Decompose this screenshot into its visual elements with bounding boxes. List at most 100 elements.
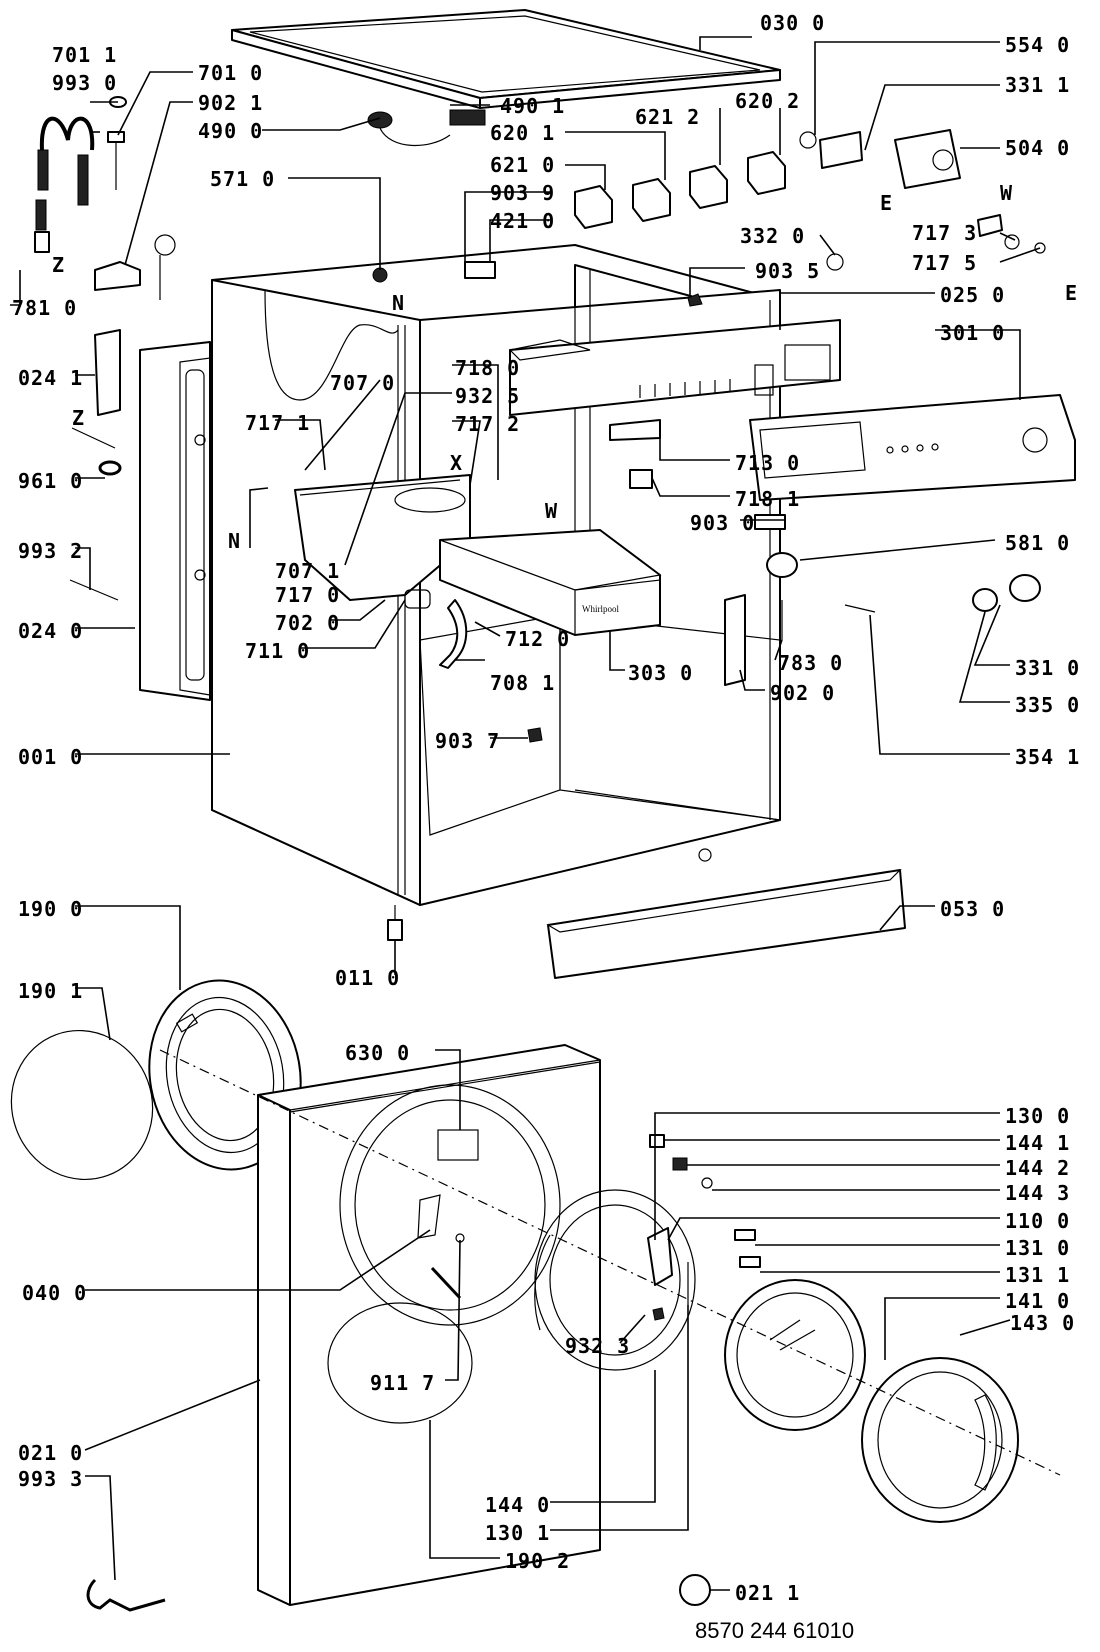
letter-w-1: W <box>1000 181 1013 205</box>
label-144-3: 144 3 <box>1005 1181 1070 1205</box>
document-number: 8570 244 61010 <box>695 1618 854 1643</box>
top-lid <box>231 9 781 109</box>
label-331-1: 331 1 <box>1005 73 1070 97</box>
label-702-0: 702 0 <box>275 611 340 635</box>
letter-z-2: Z <box>72 406 84 430</box>
label-993-0: 993 0 <box>52 71 117 95</box>
control-panel-fascia <box>749 394 1076 501</box>
drawer-hose <box>439 599 468 669</box>
label-130-1: 130 1 <box>485 1521 550 1545</box>
label-783-0: 783 0 <box>778 651 843 675</box>
label-301-0: 301 0 <box>940 321 1005 345</box>
label-903-9: 903 9 <box>490 181 555 205</box>
label-701-1: 701 1 <box>52 43 117 67</box>
door-latch <box>647 1227 689 1305</box>
label-707-1: 707 1 <box>275 559 340 583</box>
label-707-0: 707 0 <box>330 371 395 395</box>
label-303-0: 303 0 <box>628 661 693 685</box>
label-335-0: 335 0 <box>1015 693 1080 717</box>
label-932-3: 932 3 <box>565 1334 630 1358</box>
label-141-0: 141 0 <box>1005 1289 1070 1313</box>
part-labels: 701 1 993 0 701 0 902 1 490 0 490 1 030 … <box>12 11 1080 1605</box>
label-717-0: 717 0 <box>275 583 340 607</box>
label-718-1: 718 1 <box>735 487 800 511</box>
label-902-1: 902 1 <box>198 91 263 115</box>
label-021-1: 021 1 <box>735 1581 800 1605</box>
label-030-0: 030 0 <box>760 11 825 35</box>
label-143-0: 143 0 <box>1010 1311 1075 1335</box>
label-130-0: 130 0 <box>1005 1104 1070 1128</box>
label-911-7: 911 7 <box>370 1371 435 1395</box>
label-903-5: 903 5 <box>755 259 820 283</box>
door-frame <box>534 1189 696 1371</box>
letter-e-1: E <box>880 191 892 215</box>
door-outer-ring <box>861 1357 1019 1523</box>
label-024-1: 024 1 <box>18 366 83 390</box>
control-panel-frame <box>508 319 841 416</box>
small-components <box>34 96 1046 1612</box>
label-490-1: 490 1 <box>500 94 565 118</box>
letter-w-2: W <box>545 499 558 523</box>
label-932-5: 932 5 <box>455 384 520 408</box>
label-354-1: 354 1 <box>1015 745 1080 769</box>
label-711-0: 711 0 <box>245 639 310 663</box>
label-712-0: 712 0 <box>505 627 570 651</box>
label-620-2: 620 2 <box>735 89 800 113</box>
label-717-1: 717 1 <box>245 411 310 435</box>
label-717-2: 717 2 <box>455 412 520 436</box>
label-708-1: 708 1 <box>490 671 555 695</box>
label-961-0: 961 0 <box>18 469 83 493</box>
label-903-0: 903 0 <box>690 511 755 535</box>
label-713-0: 713 0 <box>735 451 800 475</box>
label-011-0: 011 0 <box>335 966 400 990</box>
label-718-0: 718 0 <box>455 356 520 380</box>
label-024-0: 024 0 <box>18 619 83 643</box>
label-581-0: 581 0 <box>1005 531 1070 555</box>
label-421-0: 421 0 <box>490 209 555 233</box>
label-053-0: 053 0 <box>940 897 1005 921</box>
label-110-0: 110 0 <box>1005 1209 1070 1233</box>
label-781-0: 781 0 <box>12 296 77 320</box>
label-144-2: 144 2 <box>1005 1156 1070 1180</box>
leader-lines <box>10 36 1041 1591</box>
label-993-3: 993 3 <box>18 1467 83 1491</box>
front-panel <box>257 1044 601 1606</box>
door-hinge-spring <box>430 1266 462 1300</box>
door-bowl <box>724 1279 866 1431</box>
kick-plate <box>546 869 906 979</box>
door-axis <box>159 1049 1061 1476</box>
label-717-3: 717 3 <box>912 221 977 245</box>
detergent-drawer: Whirlpool <box>439 529 662 636</box>
reference-letters: Z Z N N E E W W X <box>52 181 1077 553</box>
label-620-1: 620 1 <box>490 121 555 145</box>
letter-z-1: Z <box>52 253 64 277</box>
label-621-2: 621 2 <box>635 105 700 129</box>
label-025-0: 025 0 <box>940 283 1005 307</box>
letter-n-2: N <box>228 529 240 553</box>
label-331-0: 331 0 <box>1015 656 1080 680</box>
label-490-0: 490 0 <box>198 119 263 143</box>
label-131-1: 131 1 <box>1005 1263 1070 1287</box>
label-993-2: 993 2 <box>18 539 83 563</box>
dispenser-housing <box>294 474 471 609</box>
label-001-0: 001 0 <box>18 745 83 769</box>
label-554-0: 554 0 <box>1005 33 1070 57</box>
label-144-1: 144 1 <box>1005 1131 1070 1155</box>
door-glass <box>327 1302 473 1424</box>
label-190-1: 190 1 <box>18 979 83 1003</box>
letter-x-1: X <box>450 451 462 475</box>
label-902-0: 902 0 <box>770 681 835 705</box>
label-190-2: 190 2 <box>505 1549 570 1573</box>
label-144-0: 144 0 <box>485 1493 550 1517</box>
label-040-0: 040 0 <box>22 1281 87 1305</box>
letter-e-2: E <box>1065 281 1077 305</box>
label-021-0: 021 0 <box>18 1441 83 1465</box>
label-332-0: 332 0 <box>740 224 805 248</box>
label-131-0: 131 0 <box>1005 1236 1070 1260</box>
label-903-7: 903 7 <box>435 729 500 753</box>
label-190-0: 190 0 <box>18 897 83 921</box>
label-571-0: 571 0 <box>210 167 275 191</box>
drawer-brand-text: Whirlpool <box>582 604 619 614</box>
letter-n-1: N <box>392 291 404 315</box>
